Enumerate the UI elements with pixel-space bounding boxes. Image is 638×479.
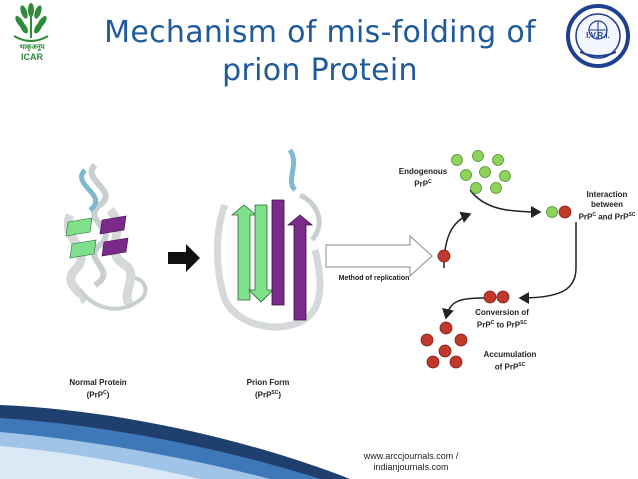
interaction-line-2: between — [590, 200, 623, 209]
source-credit: www.arccjournals.com / indianjournals.co… — [352, 451, 470, 473]
normal-protein-label: Normal Protein (PrPC) — [58, 378, 138, 401]
prion-form-name: Prion Form — [246, 378, 290, 387]
prion-form-sub: (PrPSC) — [254, 390, 282, 400]
interaction-red-dot — [558, 205, 572, 219]
interaction-line-3: PrPC and PrPSC — [578, 212, 636, 222]
credit-line-1: www.arccjournals.com / — [363, 451, 459, 461]
prion-form-structure — [214, 148, 324, 331]
icar-hindi-text: भाकृअनुप — [19, 44, 45, 51]
endogenous-sub: PrPC — [414, 179, 432, 189]
corner-swoosh — [0, 405, 350, 479]
credit-line-2: indianjournals.com — [373, 462, 449, 472]
transition-arrow — [168, 244, 200, 272]
accumulation-label: Accumulation of PrPSC — [478, 350, 542, 373]
accumulation-line-1: Accumulation — [483, 350, 537, 359]
slide-title: Mechanism of mis-folding of prion Protei… — [60, 14, 580, 90]
conversion-red-dot-1 — [483, 290, 497, 304]
title-line-2: prion Protein — [222, 53, 418, 88]
ivri-logo-text: I.V.R.I. — [586, 31, 610, 40]
normal-protein-structure — [63, 162, 148, 311]
cycle-red-dot — [437, 249, 451, 263]
conversion-red-dot-2 — [496, 290, 510, 304]
ivri-logo — [566, 4, 630, 68]
normal-protein-name: Normal Protein — [69, 378, 127, 387]
conversion-line-1: Conversion of — [475, 308, 529, 317]
interaction-label: Interaction between PrPC and PrPSC — [575, 190, 638, 223]
conversion-line-2: PrPC to PrPSC — [476, 320, 528, 330]
icar-logo-text: भाकृअनुप ICAR — [8, 44, 56, 63]
title-line-1: Mechanism of mis-folding of — [104, 15, 536, 50]
endogenous-text: Endogenous — [398, 167, 448, 176]
icar-logo — [13, 3, 49, 42]
prion-form-label: Prion Form (PrPSC) — [228, 378, 308, 401]
method-arrow — [325, 234, 433, 278]
icar-text: ICAR — [21, 52, 43, 62]
interaction-line-1: Interaction — [586, 190, 628, 199]
endogenous-prpc-dots — [451, 150, 511, 194]
normal-protein-sub: (PrPC) — [86, 390, 110, 400]
accumulation-line-2: of PrPSC — [494, 362, 526, 372]
accumulation-dots — [420, 321, 468, 369]
endogenous-label: Endogenous PrPC — [398, 167, 448, 190]
conversion-label: Conversion of PrPC to PrPSC — [470, 308, 534, 331]
interaction-green-dot — [546, 206, 558, 218]
method-label: Method of replication — [338, 275, 410, 282]
